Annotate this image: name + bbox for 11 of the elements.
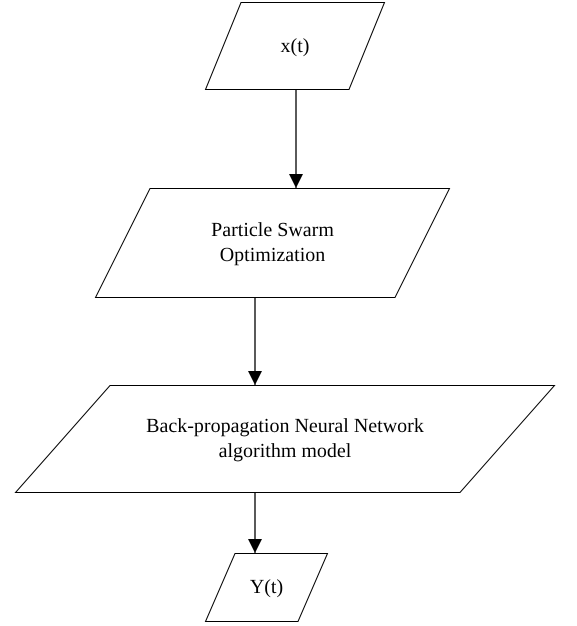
node-label: x(t) bbox=[280, 34, 310, 58]
arrow bbox=[248, 493, 262, 553]
data-parallelogram bbox=[95, 188, 450, 298]
node-label: Particle Swarm Optimization bbox=[210, 218, 335, 268]
arrow bbox=[248, 298, 262, 385]
data-parallelogram bbox=[205, 553, 328, 622]
data-parallelogram bbox=[205, 2, 385, 90]
data-parallelogram bbox=[15, 385, 555, 493]
node-label: Back-propagation Neural Network algorithm model bbox=[145, 414, 425, 464]
arrow bbox=[289, 90, 303, 188]
node-label: Y(t) bbox=[250, 575, 284, 600]
